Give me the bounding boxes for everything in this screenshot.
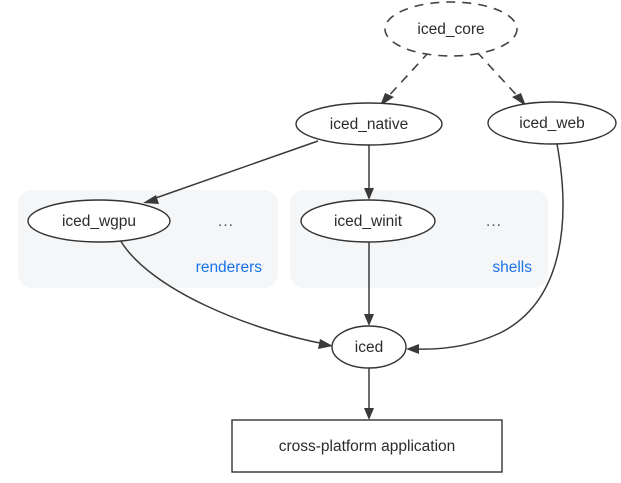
node-iced-shape bbox=[331, 325, 407, 369]
edge-iced-to-application-arrowhead bbox=[364, 408, 374, 420]
edge-native-to-wgpu-arrowhead bbox=[143, 195, 159, 204]
edge-wgpu-to-iced-arrowhead bbox=[318, 339, 333, 349]
edge-iced-to-application bbox=[364, 368, 374, 420]
node-iced-native[interactable]: iced_native bbox=[295, 102, 443, 146]
edge-wgpu-to-iced-line bbox=[119, 239, 326, 345]
edge-core-to-web-line bbox=[476, 51, 522, 101]
edge-native-to-winit bbox=[364, 145, 374, 200]
edge-core-to-native-line bbox=[384, 51, 430, 101]
node-iced-winit-shape bbox=[300, 199, 436, 243]
edge-native-to-winit-arrowhead bbox=[364, 188, 374, 200]
edge-core-to-web-arrowhead bbox=[512, 93, 526, 106]
node-iced-native-shape bbox=[295, 102, 443, 146]
node-iced-web-shape bbox=[487, 101, 617, 145]
cluster-shells-ellipsis: ... bbox=[486, 213, 502, 230]
cluster-renderers-ellipsis: ... bbox=[218, 213, 234, 230]
node-iced-wgpu[interactable]: iced_wgpu bbox=[27, 199, 171, 243]
node-iced-core[interactable]: iced_core bbox=[384, 1, 518, 57]
node-iced-winit-label: iced_winit bbox=[334, 213, 403, 230]
node-iced-core-label: iced_core bbox=[417, 21, 484, 38]
node-iced-wgpu-label: iced_wgpu bbox=[62, 213, 136, 230]
node-cross-platform-application-shape bbox=[231, 419, 503, 473]
node-cross-platform-application[interactable]: cross-platform application bbox=[231, 419, 503, 473]
edge-web-to-iced-arrowhead bbox=[406, 344, 419, 354]
edge-winit-to-iced bbox=[364, 242, 374, 326]
node-iced-native-label: iced_native bbox=[330, 116, 408, 133]
cluster-shells-label: shells bbox=[492, 259, 532, 276]
node-iced-winit[interactable]: iced_winit bbox=[300, 199, 436, 243]
node-cross-platform-application-label: cross-platform application bbox=[279, 438, 456, 455]
edge-core-to-native bbox=[380, 51, 430, 106]
edge-winit-to-iced-arrowhead bbox=[364, 314, 374, 326]
node-iced-web[interactable]: iced_web bbox=[487, 101, 617, 145]
edge-native-to-wgpu-line bbox=[149, 140, 319, 201]
node-iced-web-label: iced_web bbox=[519, 115, 585, 132]
edge-native-to-wgpu bbox=[143, 140, 319, 204]
edge-web-to-iced-line bbox=[413, 143, 564, 350]
node-iced-label: iced bbox=[355, 339, 383, 356]
edge-web-to-iced bbox=[406, 143, 564, 354]
cluster-renderers-label: renderers bbox=[196, 259, 263, 276]
edge-core-to-web bbox=[476, 51, 526, 106]
node-iced[interactable]: iced bbox=[331, 325, 407, 369]
edge-wgpu-to-iced bbox=[119, 239, 333, 349]
node-iced-wgpu-shape bbox=[27, 199, 171, 243]
node-iced-core-shape bbox=[384, 1, 518, 57]
